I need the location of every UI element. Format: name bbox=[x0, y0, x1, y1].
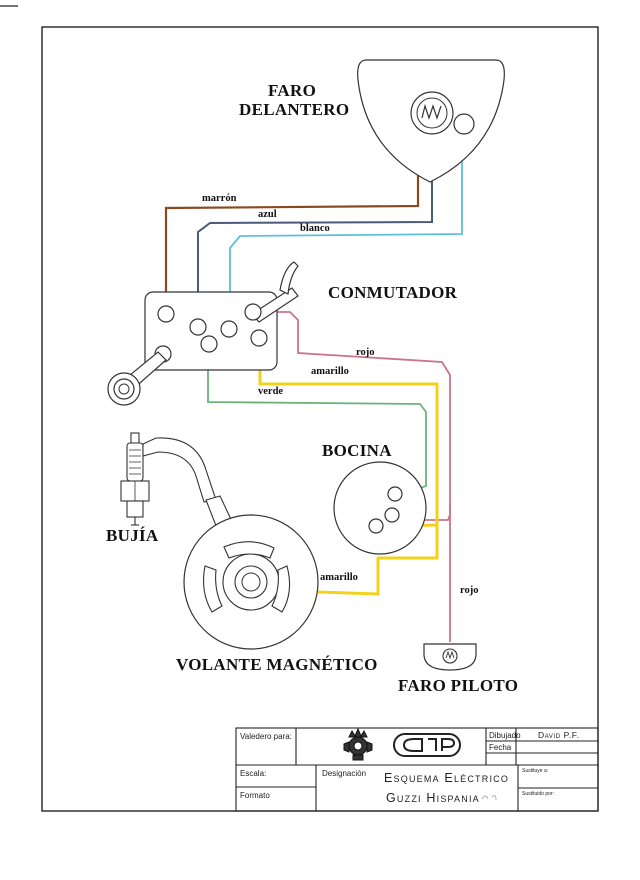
wire-blanco bbox=[229, 135, 463, 328]
tb-title-line1: Esquema Eléctrico bbox=[384, 771, 510, 785]
wire-label-rojo-piloto: rojo bbox=[460, 585, 479, 596]
tb-dibujado-value: David P.F. bbox=[538, 730, 580, 740]
faro-delantero bbox=[357, 59, 505, 183]
tb-sustituido-label: Sustituido por: bbox=[522, 791, 554, 797]
wire-label-amarillo: amarillo bbox=[311, 366, 349, 377]
faro-piloto bbox=[423, 643, 477, 671]
tb-escala-label: Escala: bbox=[240, 769, 267, 778]
label-bocina: BOCINA bbox=[322, 441, 392, 460]
wire-label-amarillo-volante: amarillo bbox=[320, 572, 358, 583]
label-conmutador: CONMUTADOR bbox=[328, 283, 458, 302]
wire-verde bbox=[207, 345, 427, 495]
tb-dibujado-label: Dibujado bbox=[489, 731, 521, 740]
company-logo bbox=[393, 733, 461, 757]
tb-designacion-label: Designación bbox=[322, 769, 367, 778]
label-bujia: BUJÍA bbox=[106, 526, 159, 545]
label-faro-delantero-line1: FARO bbox=[268, 81, 317, 100]
label-volante-magnetico: VOLANTE MAGNÉTICO bbox=[176, 655, 378, 674]
wire-label-verde: verde bbox=[258, 386, 284, 397]
tb-sustituye-label: Sustituye a: bbox=[522, 768, 549, 774]
label-faro-delantero-line2: DELANTERO bbox=[239, 100, 350, 119]
crest-emblem bbox=[343, 727, 373, 761]
wire-label-rojo: rojo bbox=[356, 347, 375, 358]
bujia bbox=[120, 432, 237, 537]
label-faro-piloto: FARO PILOTO bbox=[398, 676, 519, 695]
wire-rojo bbox=[268, 311, 451, 521]
tb-valedero-label: Valedero para: bbox=[240, 732, 292, 741]
conmutador bbox=[107, 261, 299, 406]
tb-title-line2: Guzzi Hispania bbox=[386, 791, 480, 805]
wire-azul bbox=[197, 118, 433, 326]
handwritten-mark bbox=[481, 795, 497, 801]
bocina bbox=[333, 461, 427, 555]
title-block bbox=[235, 727, 599, 812]
volante-magnetico bbox=[183, 514, 319, 650]
tb-formato-label: Formato bbox=[240, 791, 270, 800]
wire-amarillo-volante bbox=[317, 525, 439, 596]
tb-fecha-label: Fecha bbox=[489, 743, 512, 752]
wire-label-marron: marrón bbox=[202, 193, 237, 204]
wire-label-azul: azul bbox=[258, 209, 277, 220]
wire-label-blanco: blanco bbox=[300, 223, 330, 234]
